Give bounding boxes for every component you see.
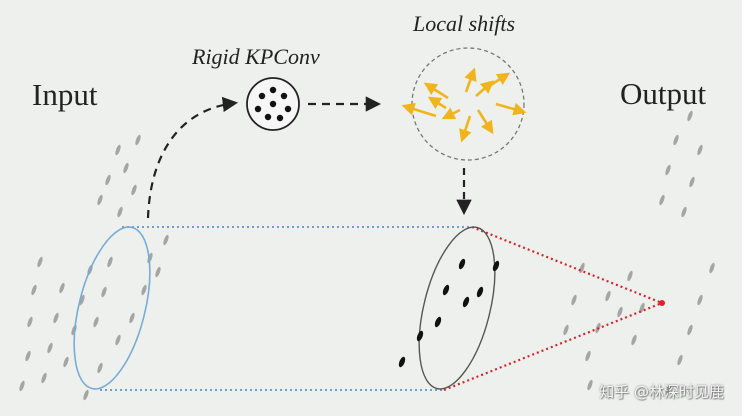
cloud-point [63,356,69,368]
cloud-point [585,350,591,362]
local-shifts-label: Local shifts [412,11,515,36]
cone-top-line [471,225,663,305]
deformed-point [458,258,466,270]
shift-arrow [485,72,511,90]
cloud-point [97,194,103,206]
cloud-point [659,194,665,206]
cloud-point [677,354,683,366]
kernel-point [258,92,266,100]
kernel-point [264,113,272,121]
cloud-point [697,144,703,156]
input-label: Input [32,77,98,112]
cloud-point [687,324,693,336]
cloud-point [115,144,121,156]
deformed-point [442,284,450,296]
deformed-point [492,260,500,272]
output-cone [443,225,663,392]
kernel-point [254,105,262,113]
local-shifts-circle-icon [401,47,527,161]
cloud-point [93,316,99,328]
deformed-kernel-points [398,258,500,368]
input-ellipse [73,226,151,390]
cloud-point [97,362,103,374]
cloud-point [709,262,715,274]
cloud-point [79,294,85,306]
cloud-point [19,380,25,392]
cloud-point [107,256,113,268]
kernel-circle-icon [246,77,300,131]
cloud-point [135,134,141,146]
kernel-point [276,114,284,122]
cloud-point [25,350,31,362]
input-to-kernel-arrow [146,96,239,219]
deformed-point [476,286,484,298]
cloud-point [587,379,593,391]
cloud-point [697,294,703,306]
cloud-point [123,162,129,174]
watermark: 知乎 @林深时见鹿 [599,383,724,401]
kernel-point [280,92,288,100]
deformed-ellipse [418,226,496,390]
cloud-point [639,302,645,314]
cloud-point [673,134,679,146]
output-point [659,300,665,306]
cloud-point [131,184,137,196]
cloud-point [605,290,611,302]
cloud-point [617,306,623,318]
shift-arrow [459,115,472,143]
cloud-point [141,284,147,296]
cloud-point [59,282,65,294]
cloud-point [579,262,585,274]
rigid-kpconv-label: Rigid KPConv [191,44,320,69]
shift-arrow [464,67,477,93]
cloud-point [627,270,633,282]
cloud-point [665,164,671,176]
cloud-point [27,316,33,328]
cloud-point [105,174,111,186]
deformed-point [462,296,470,308]
cloud-point [115,334,121,346]
cloud-point [163,234,169,246]
cloud-point [117,206,123,218]
cloud-point [631,334,637,346]
cone-bottom-line [443,301,663,392]
cloud-point [681,206,687,218]
cloud-point [665,384,671,396]
cloud-point [689,176,695,188]
cloud-point [83,389,89,401]
cloud-point [129,312,135,324]
kernel-point [269,100,277,108]
shift-arrow [476,109,494,135]
cloud-point [155,266,161,278]
cloud-point [37,256,43,268]
deformed-point [416,330,424,342]
dotted-tube [100,226,470,391]
deformed-point [398,356,406,368]
cloud-point [687,110,693,122]
cloud-point [101,286,107,298]
output-label: Output [620,76,707,111]
deformed-point [434,316,442,328]
cloud-point [47,342,53,354]
shift-arrow [495,102,527,116]
kernel-point [269,86,277,94]
cloud-point [571,294,577,306]
shift-arrow [427,96,447,110]
cloud-point [31,284,37,296]
shift-arrow [423,82,449,100]
kernel-point [284,105,292,113]
cloud-point [41,372,47,384]
cloud-point [53,312,59,324]
cloud-point [563,324,569,336]
shift-arrow [401,102,437,118]
point-cloud [19,110,715,401]
shift-arrow [475,80,494,97]
shift-arrow [441,107,461,120]
